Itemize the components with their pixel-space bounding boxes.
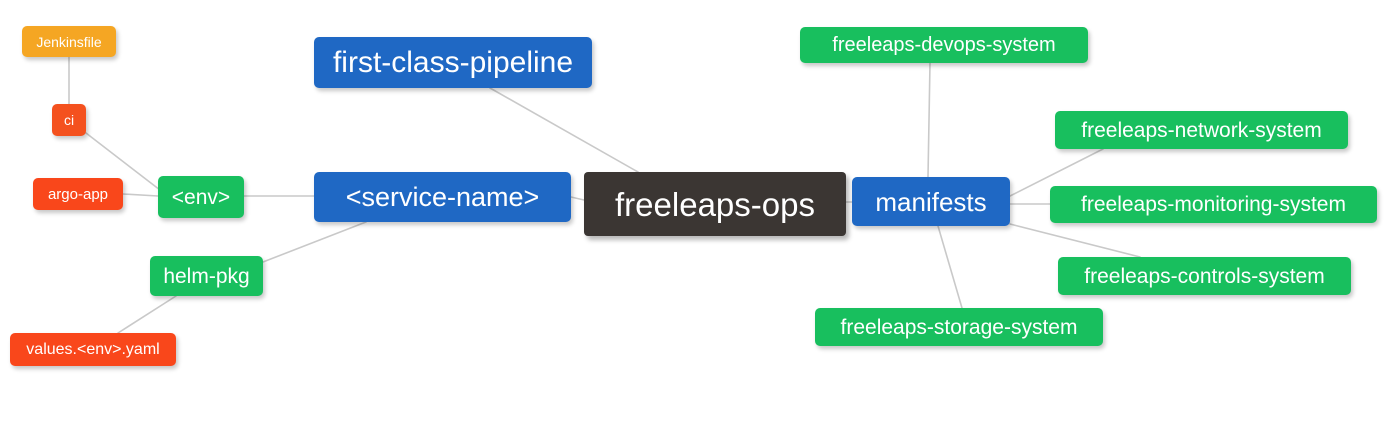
mindmap-node-freeleaps-devops-system[interactable]: freeleaps-devops-system — [800, 27, 1088, 63]
mindmap-node-freeleaps-network-system[interactable]: freeleaps-network-system — [1055, 111, 1348, 149]
mindmap-node-label: freeleaps-storage-system — [840, 315, 1078, 339]
mindmap-node-label: freeleaps-network-system — [1081, 118, 1322, 142]
mindmap-node-freeleaps-storage-system[interactable]: freeleaps-storage-system — [815, 308, 1103, 346]
mindmap-node-freeleaps-monitoring-system[interactable]: freeleaps-monitoring-system — [1050, 186, 1377, 223]
mindmap-node-label: freeleaps-monitoring-system — [1081, 193, 1346, 216]
edge-manifests-to-freeleaps-devops-system — [927, 62, 931, 178]
mindmap-node-helm-pkg[interactable]: helm-pkg — [150, 256, 263, 296]
mindmap-node-label: argo-app — [47, 185, 109, 203]
mindmap-node-jenkinsfile[interactable]: Jenkinsfile — [22, 26, 116, 57]
mindmap-node-label: freeleaps-controls-system — [1084, 264, 1325, 288]
edge-manifests-to-freeleaps-controls-system — [1009, 223, 1141, 258]
mindmap-node-label: values.<env>.yaml — [26, 340, 160, 358]
mindmap-node-manifests[interactable]: manifests — [852, 177, 1010, 226]
mindmap-node-label: <env> — [171, 185, 231, 209]
mindmap-node-label: freeleaps-ops — [615, 185, 815, 223]
mindmap-node-label: first-class-pipeline — [332, 45, 574, 79]
mindmap-node-first-class-pipeline[interactable]: first-class-pipeline — [314, 37, 592, 88]
mindmap-node-service-name[interactable]: <service-name> — [314, 172, 571, 222]
mindmap-node-label: manifests — [875, 186, 987, 217]
mindmap-node-label: freeleaps-devops-system — [832, 34, 1056, 56]
edge-manifests-to-freeleaps-storage-system — [937, 225, 963, 309]
edge-helm-pkg-to-service-name — [262, 221, 367, 263]
mindmap-node-freeleaps-ops[interactable]: freeleaps-ops — [584, 172, 846, 236]
mindmap-node-ci[interactable]: ci — [52, 104, 86, 136]
mindmap-node-label: Jenkinsfile — [36, 33, 102, 50]
mindmap-node-argo-app[interactable]: argo-app — [33, 178, 123, 210]
mindmap-node-values-yaml[interactable]: values.<env>.yaml — [10, 333, 176, 366]
edge-values-yaml-to-helm-pkg — [117, 295, 177, 334]
edge-argo-app-to-env — [122, 193, 159, 197]
mindmap-node-label: ci — [63, 112, 75, 128]
mindmap-node-label: <service-name> — [345, 181, 540, 212]
edge-first-class-pipeline-to-freeleaps-ops — [489, 87, 639, 173]
edge-service-name-to-freeleaps-ops — [570, 196, 585, 201]
mindmap-node-freeleaps-controls-system[interactable]: freeleaps-controls-system — [1058, 257, 1351, 295]
mindmap-node-env[interactable]: <env> — [158, 176, 244, 218]
mindmap-node-label: helm-pkg — [163, 264, 250, 288]
